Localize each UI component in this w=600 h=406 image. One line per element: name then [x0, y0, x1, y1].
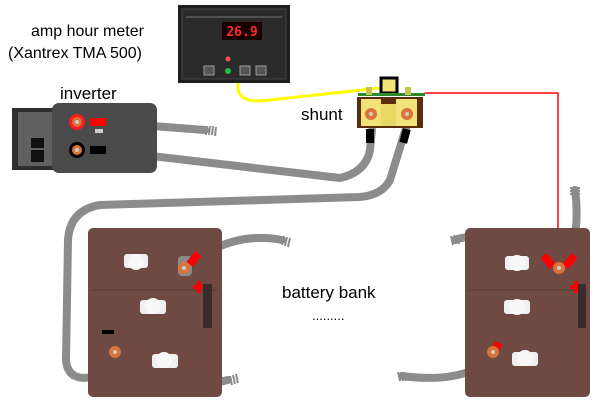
- meter-model-label: (Xantrex TMA 500): [8, 45, 142, 62]
- inverter: [12, 103, 157, 173]
- meter-button: [203, 65, 215, 76]
- meter-led-green: [225, 68, 231, 74]
- battery-bank-label: battery bank: [282, 283, 376, 302]
- meter-reading: 26.9: [226, 25, 257, 40]
- amp-hour-meter: 26.9: [178, 5, 290, 83]
- cable-end-hatches: [205, 125, 580, 386]
- inverter-negative-cable: [96, 126, 376, 182]
- positive-sense-wire: [424, 92, 559, 256]
- meter-button: [255, 65, 267, 76]
- battery-bank-ellipsis: .........: [312, 308, 345, 323]
- meter-title-label: amp hour meter: [31, 23, 145, 40]
- sense-wire: [236, 81, 382, 103]
- shunt-label: shunt: [301, 105, 343, 124]
- inverter-label: inverter: [60, 84, 117, 103]
- shunt-to-battery-cable: [62, 124, 410, 382]
- battery-right: [465, 228, 590, 397]
- battery-left: [88, 228, 222, 397]
- meter-button: [239, 65, 251, 76]
- shunt: [357, 76, 425, 144]
- meter-led-red: [225, 56, 231, 62]
